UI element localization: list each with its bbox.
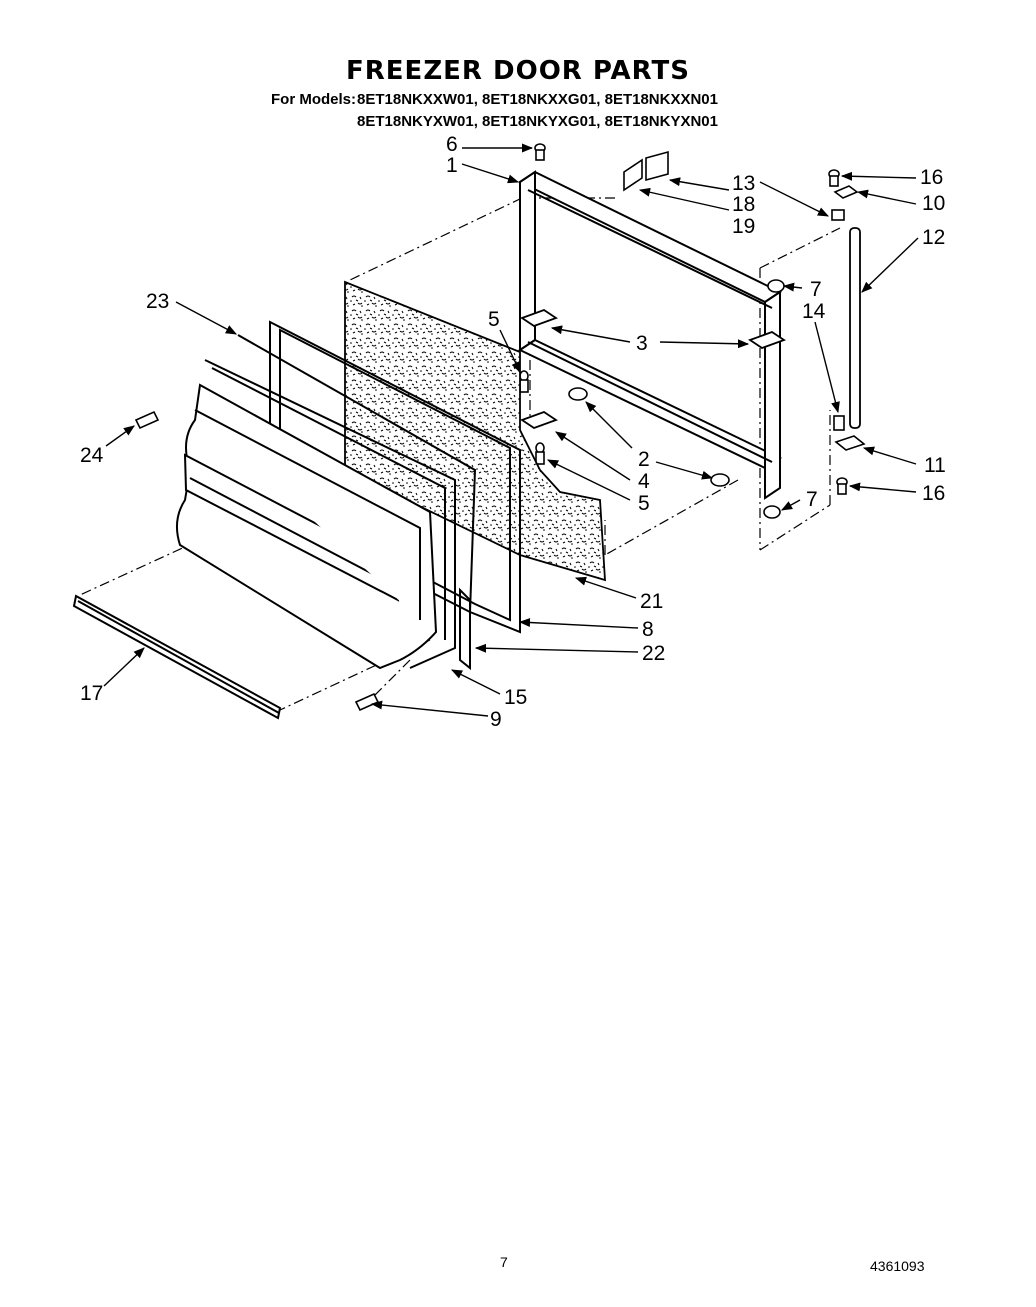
callout-2-left: 2 — [638, 448, 650, 471]
callout-6: 6 — [446, 133, 458, 156]
callout-5-top: 5 — [488, 308, 500, 331]
callout-8: 8 — [642, 618, 654, 641]
hinge-brackets — [520, 308, 786, 430]
callout-16-top: 16 — [920, 166, 943, 189]
callout-17: 17 — [80, 682, 103, 705]
door-handle-bar — [72, 594, 282, 720]
callout-13: 13 — [732, 172, 755, 195]
callout-12: 12 — [922, 226, 945, 249]
page-title: FREEZER DOOR PARTS — [346, 56, 690, 86]
callout-4: 4 — [638, 470, 650, 493]
models-line-2: 8ET18NKYXW01, 8ET18NKYXG01, 8ET18NKYXN01 — [357, 113, 718, 130]
page-number: 7 — [500, 1254, 508, 1270]
callout-7-bottom: 7 — [806, 488, 818, 511]
callout-9: 9 — [490, 708, 502, 731]
models-label: For Models: — [271, 91, 356, 108]
fasteners — [134, 143, 866, 712]
document-number: 4361093 — [870, 1258, 925, 1274]
models-line-1: 8ET18NKXXW01, 8ET18NKXXG01, 8ET18NKXXN01 — [357, 91, 718, 108]
callout-19: 19 — [732, 215, 755, 238]
callout-18: 18 — [732, 193, 755, 216]
leader-lines — [103, 143, 919, 717]
hinge-rod — [849, 227, 861, 429]
callout-16-bottom: 16 — [922, 482, 945, 505]
callout-7-top: 7 — [810, 278, 822, 301]
inner-door-panel — [175, 383, 438, 670]
callout-15: 15 — [504, 686, 527, 709]
callout-24: 24 — [80, 444, 104, 467]
callout-21: 21 — [640, 590, 663, 613]
callout-10: 10 — [922, 192, 945, 215]
callout-5-bottom: 5 — [638, 492, 650, 515]
callout-3: 3 — [636, 332, 648, 355]
callout-22: 22 — [642, 642, 665, 665]
callout-14: 14 — [802, 300, 826, 323]
callouts: 6 1 13 18 19 16 10 12 7 14 23 5 3 24 2 4… — [80, 133, 946, 731]
door-liners — [204, 320, 521, 671]
callout-11: 11 — [924, 454, 946, 477]
callout-1: 1 — [446, 154, 458, 177]
callout-23: 23 — [146, 290, 169, 313]
